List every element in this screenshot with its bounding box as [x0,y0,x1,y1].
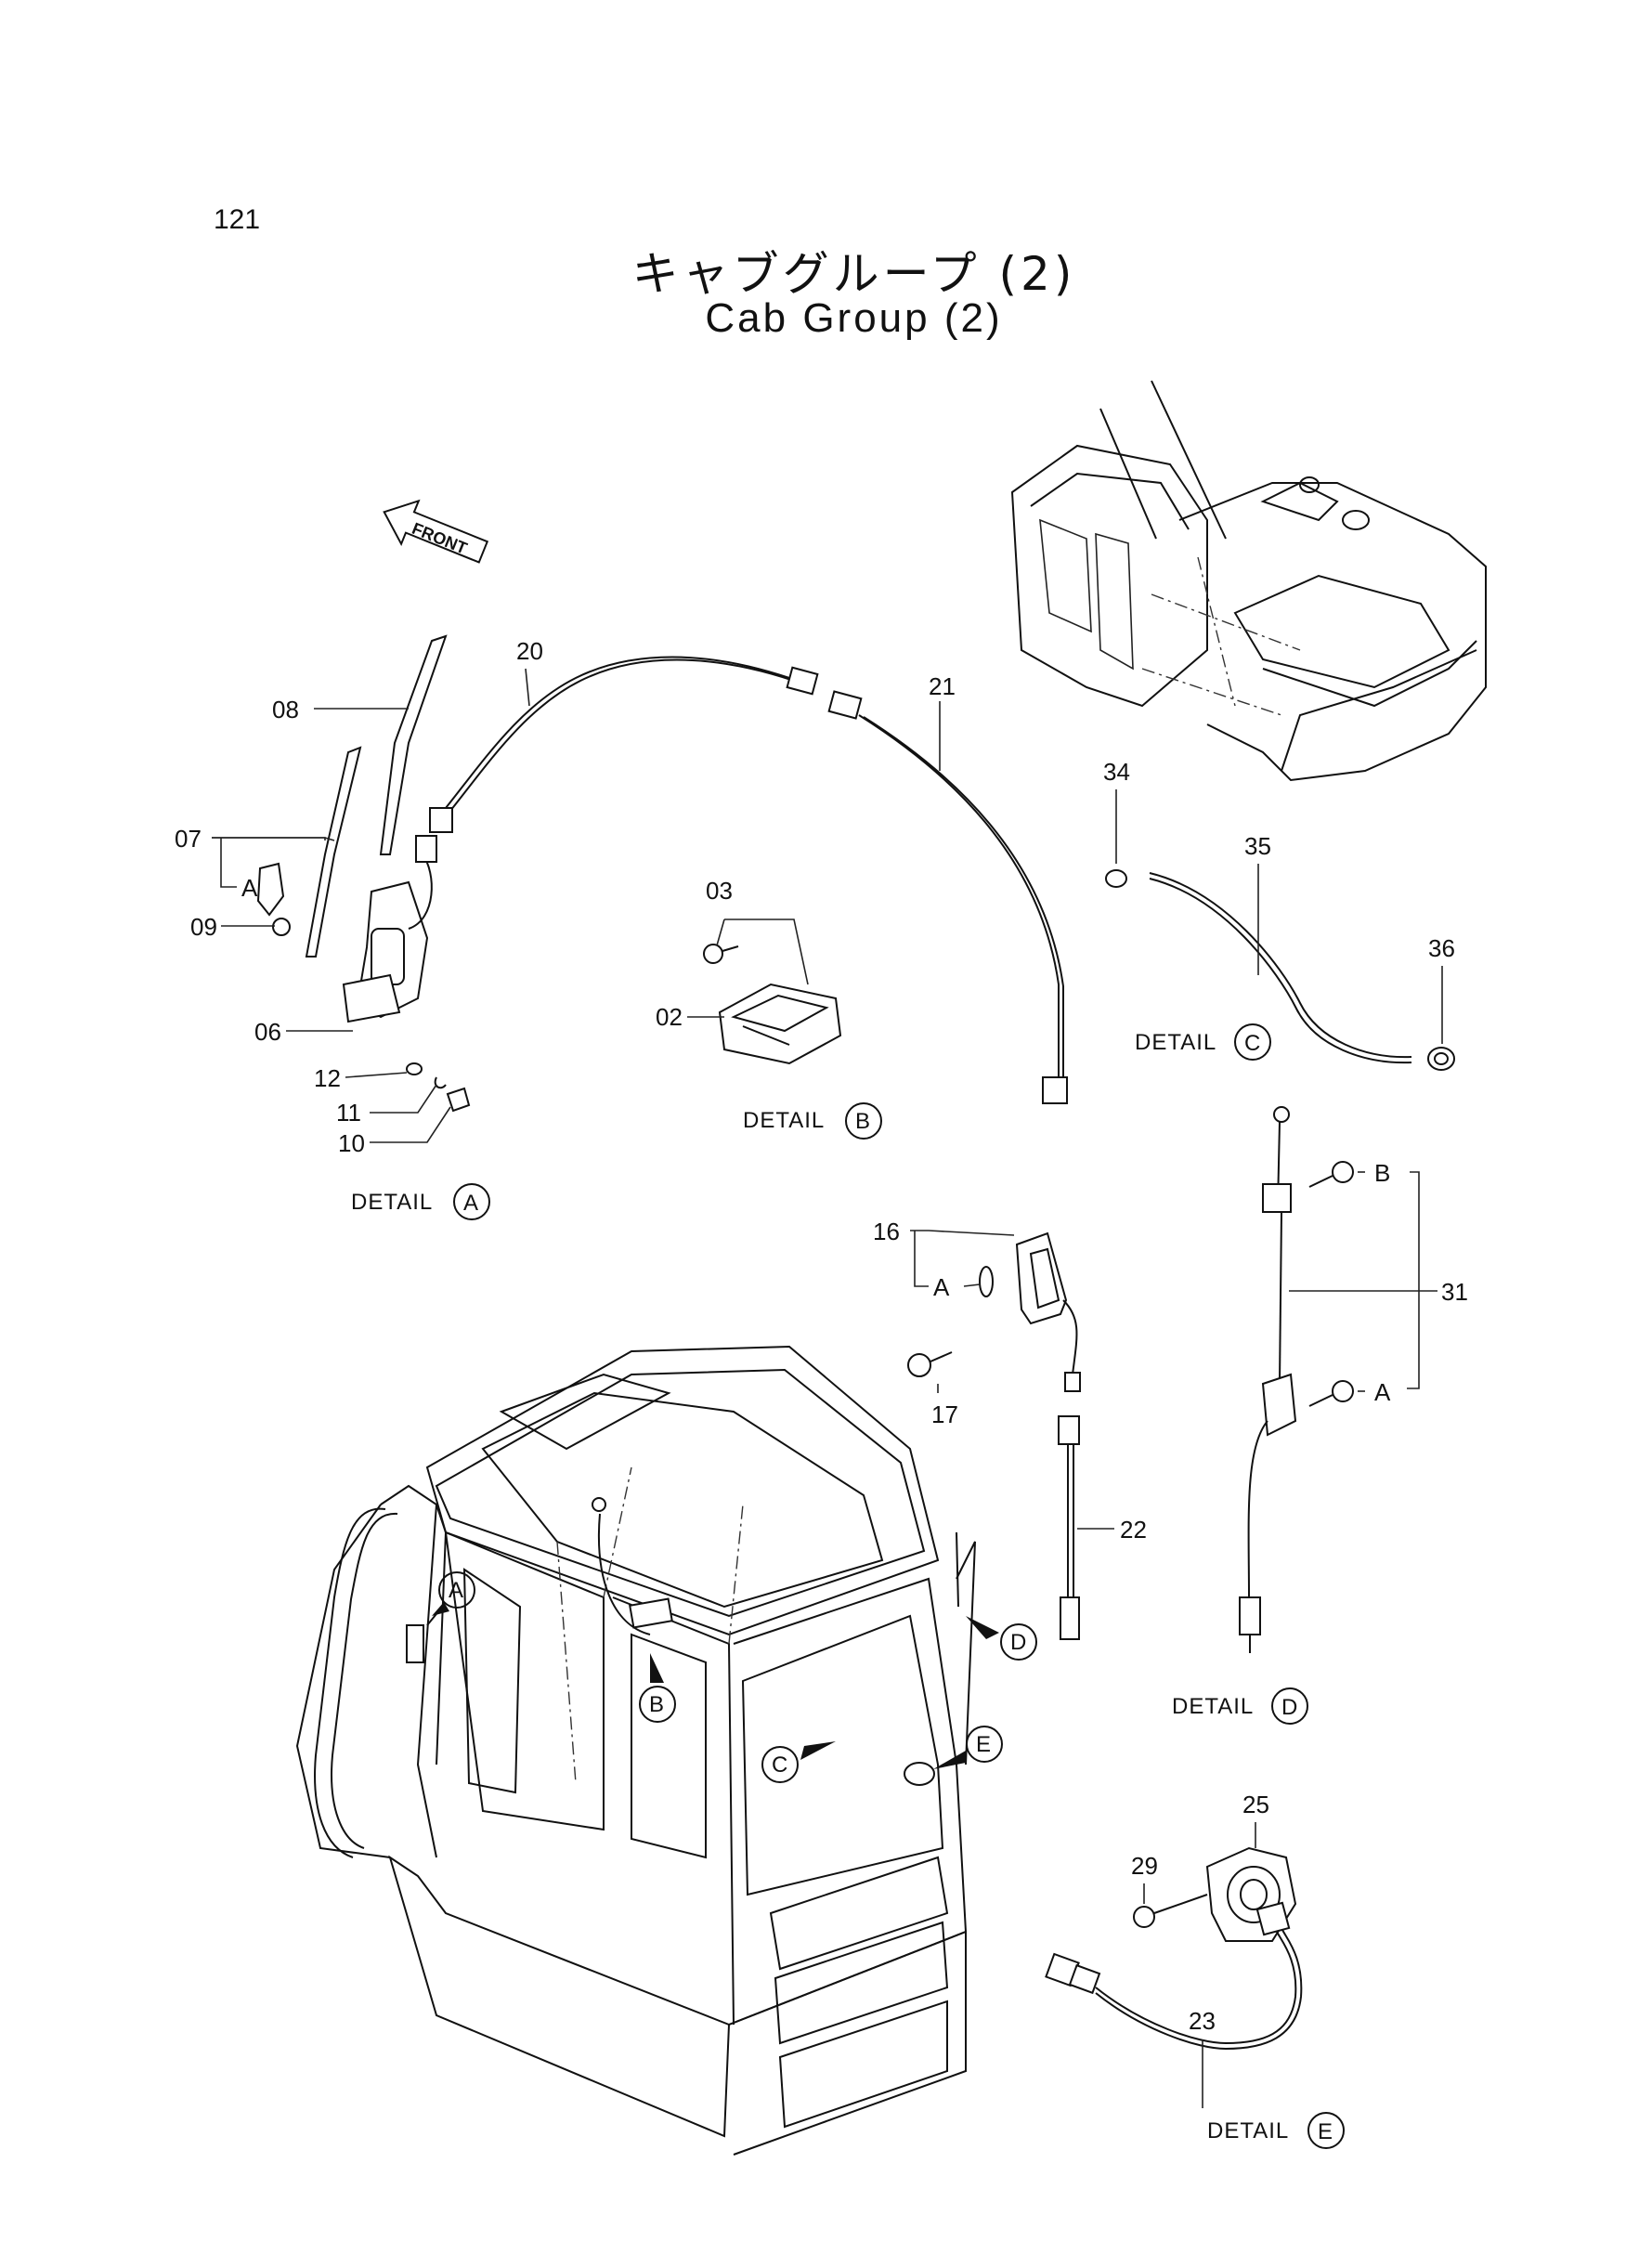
callout-10: 10 [338,1129,365,1157]
callout-21: 21 [929,672,956,700]
detail-d-leaders [1289,1171,1437,1392]
detail-a-caption: DETAIL A [351,1183,490,1220]
callout-08: 08 [272,696,299,723]
detail-c-parts [1105,869,1455,1071]
svg-text:DETAIL: DETAIL [351,1190,433,1215]
cab-marker-c: C [761,1741,836,1783]
cab-marker-b: B [639,1653,676,1723]
detail-a-wiper-motor-assembly [256,634,471,1113]
callout-34: 34 [1103,758,1130,786]
page-number: 121 [214,204,261,235]
detail-b-room-lamp [703,944,842,1065]
svg-text:E: E [1318,2119,1333,2144]
callout-07: 07 [175,825,202,853]
callout-29: 29 [1131,1852,1158,1880]
sub-label-a-detail-a: A [241,874,258,902]
excavator-overview-illustration [1010,380,1487,782]
callout-36: 36 [1428,934,1455,962]
title-japanese: キャブグループ (2) [631,247,1076,301]
lamp-leaders [910,1230,1114,1530]
front-direction-arrow: FRONT [383,499,489,564]
svg-text:A: A [449,1578,464,1603]
title-english: Cab Group (2) [705,295,1003,341]
callout-17: 17 [931,1401,958,1428]
detail-b-caption: DETAIL B [743,1102,882,1140]
detail-a-leaders [212,708,451,1143]
svg-text:A: A [463,1191,479,1216]
callout-23: 23 [1189,2007,1216,2035]
cab-marker-d: D [966,1616,1037,1661]
leader-20 [525,668,530,707]
callout-12: 12 [314,1064,341,1092]
detail-e-caption: DETAIL E [1207,2112,1345,2149]
callout-25: 25 [1242,1791,1269,1818]
detail-d-antenna [1239,1106,1354,1653]
cab-marker-e: E [933,1726,1003,1769]
callout-31: 31 [1441,1278,1468,1306]
svg-text:D: D [1010,1630,1027,1655]
callout-03: 03 [706,877,733,905]
svg-text:DETAIL: DETAIL [1172,1694,1254,1719]
svg-text:C: C [772,1752,788,1778]
svg-text:C: C [1244,1031,1261,1056]
callout-16: 16 [873,1218,900,1245]
detail-e-speaker-and-harness [1045,1846,1303,2051]
svg-text:B: B [649,1692,665,1717]
svg-text:DETAIL: DETAIL [743,1108,825,1133]
detail-b-leaders [687,919,809,1018]
svg-text:E: E [976,1732,992,1757]
harness-20-21 [429,656,1068,1104]
svg-text:D: D [1281,1695,1298,1720]
callout-02: 02 [656,1003,683,1031]
callout-22: 22 [1120,1516,1147,1544]
svg-text:B: B [855,1109,871,1134]
detail-d-caption: DETAIL D [1172,1687,1308,1725]
svg-text:DETAIL: DETAIL [1135,1030,1216,1055]
lamp-16-and-harness-22 [907,1231,1081,1640]
cab-body-illustration [295,1345,976,2156]
callout-20: 20 [516,637,543,665]
sub-label-a-lamp: A [933,1273,950,1301]
cab-marker-a: A [426,1571,475,1626]
detail-c-caption: DETAIL C [1135,1023,1271,1061]
svg-text:DETAIL: DETAIL [1207,2118,1289,2143]
callout-06: 06 [254,1018,281,1046]
callout-11: 11 [336,1099,361,1127]
sub-label-a-detail-d: A [1374,1378,1391,1406]
sub-label-b-detail-d: B [1374,1159,1390,1187]
callout-35: 35 [1244,832,1271,860]
front-label: FRONT [410,519,470,558]
callout-09: 09 [190,913,217,941]
